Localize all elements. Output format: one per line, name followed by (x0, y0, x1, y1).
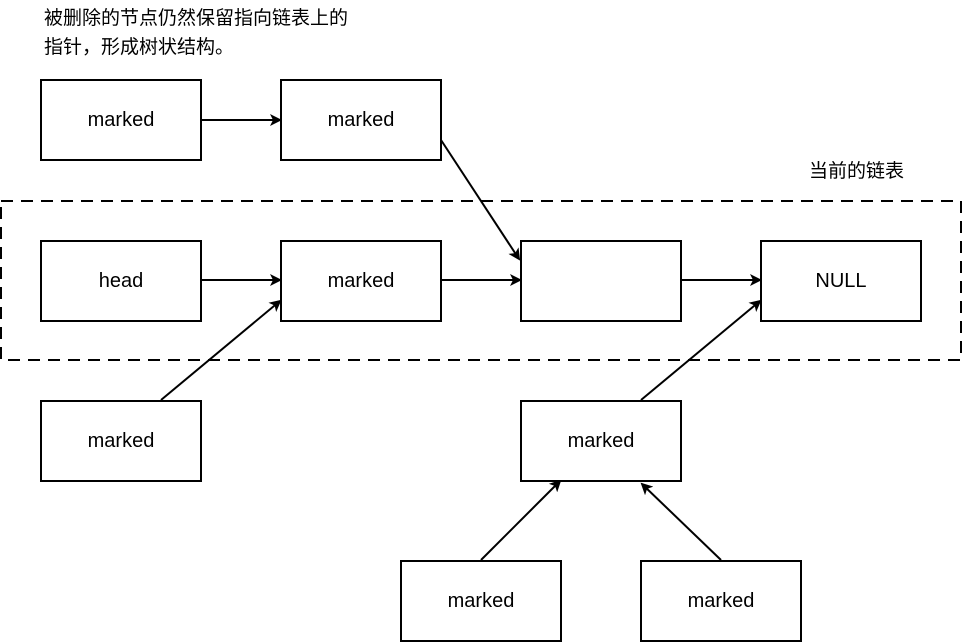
region-label: 当前的链表 (809, 160, 904, 182)
node-list-empty (520, 240, 682, 322)
node-list-marked: marked (280, 240, 442, 322)
node-null: NULL (760, 240, 922, 322)
node-box (40, 240, 202, 322)
node-head: head (40, 240, 202, 322)
node-label: marked (688, 590, 755, 612)
edge-top-right-to-list-empty (440, 139, 521, 261)
node-label: marked (328, 109, 395, 131)
node-box (280, 79, 442, 161)
node-top-left: marked (40, 79, 202, 161)
node-top-right: marked (280, 79, 442, 161)
node-bottom-left: marked (40, 400, 202, 482)
node-label: marked (448, 590, 515, 612)
node-box (280, 240, 442, 322)
node-label: marked (328, 270, 395, 292)
node-box (640, 560, 802, 642)
node-tree-parent: marked (520, 400, 682, 482)
node-label: marked (88, 109, 155, 131)
node-label: marked (88, 430, 155, 452)
node-tree-child-left: marked (400, 560, 562, 642)
note-line-2: 指针，形成树状结构。 (44, 36, 234, 58)
edge-tree-parent-to-null (640, 299, 762, 401)
node-label: NULL (815, 270, 866, 292)
edge-bottom-left-to-list-marked (160, 299, 282, 401)
note-line-1: 被删除的节点仍然保留指向链表上的 (44, 7, 348, 29)
edge-tree-child-left-to-parent (480, 479, 562, 561)
node-box (40, 79, 202, 161)
node-label: marked (568, 430, 635, 452)
node-box (520, 240, 682, 322)
node-box (40, 400, 202, 482)
node-box (400, 560, 562, 642)
edges (160, 114, 762, 561)
node-box (520, 400, 682, 482)
edge-tree-child-right-to-parent (640, 482, 722, 561)
node-tree-child-right: marked (640, 560, 802, 642)
node-label: head (99, 270, 144, 292)
node-box (760, 240, 922, 322)
